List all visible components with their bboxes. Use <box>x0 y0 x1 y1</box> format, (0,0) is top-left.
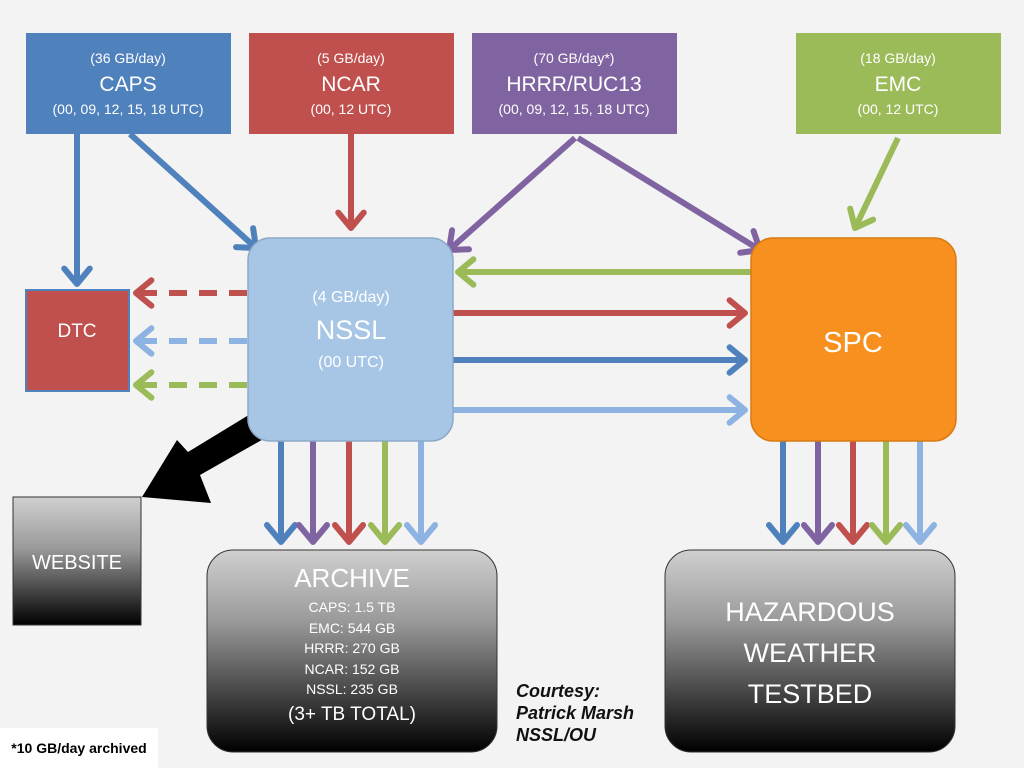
ncar-box: (5 GB/day) NCAR (00, 12 UTC) <box>249 33 454 134</box>
hrrr-box: (70 GB/day*) HRRR/RUC13 (00, 09, 12, 15,… <box>472 33 677 134</box>
nssl-to-archive-arrow <box>403 441 439 545</box>
hwt-line: WEATHER <box>744 638 877 668</box>
nssl-to-archive-arrow <box>263 441 299 545</box>
website-name: WEBSITE <box>32 552 122 574</box>
hwt-line: HAZARDOUS <box>725 597 895 627</box>
archive-total: (3+ TB TOTAL) <box>288 704 416 725</box>
footnote: *10 GB/day archived <box>0 728 158 768</box>
archive-line: HRRR: 270 GB <box>304 640 400 656</box>
caps-rate: (36 GB/day) <box>90 50 165 66</box>
hrrr-to-nssl-arrow <box>446 135 577 253</box>
caps-name: CAPS <box>99 73 156 96</box>
emc-box: (18 GB/day) EMC (00, 12 UTC) <box>796 33 1001 134</box>
dtc-box: DTC <box>25 289 130 392</box>
courtesy-line: Patrick Marsh <box>516 703 635 723</box>
ncar-times: (00, 12 UTC) <box>311 101 392 117</box>
nssl-to-spc-arrow-blue <box>453 344 748 376</box>
nssl-to-archive-arrow <box>367 441 403 545</box>
nssl-times: (00 UTC) <box>318 354 384 371</box>
nssl-rate: (4 GB/day) <box>312 289 389 306</box>
emc-to-spc-arrow <box>847 136 901 231</box>
spc-to-hwt-arrow <box>800 441 836 545</box>
nssl-box: (4 GB/day) NSSL (00 UTC) <box>247 237 454 442</box>
archive-title: ARCHIVE <box>294 563 410 593</box>
hwt-box: HAZARDOUS WEATHER TESTBED <box>664 549 956 753</box>
hrrr-name: HRRR/RUC13 <box>506 73 641 96</box>
hwt-line: TESTBED <box>748 679 873 709</box>
archive-box: ARCHIVE CAPS: 1.5 TB EMC: 544 GB HRRR: 2… <box>206 549 498 753</box>
nssl-to-website-arrow <box>142 413 267 503</box>
dtc-name: DTC <box>57 321 96 342</box>
spc-to-hwt-arrow <box>868 441 904 545</box>
spc-to-hwt-arrow <box>765 441 801 545</box>
hrrr-rate: (70 GB/day*) <box>534 50 615 66</box>
spc-to-hwt-arrow <box>902 441 938 545</box>
spc-name: SPC <box>823 327 883 359</box>
caps-times: (00, 09, 12, 15, 18 UTC) <box>53 101 204 117</box>
arrows-layer <box>61 131 938 545</box>
nssl-to-archive-arrow <box>331 441 367 545</box>
archive-line: NSSL: 235 GB <box>306 681 398 697</box>
nssl-to-archive-arrow <box>295 441 331 545</box>
hrrr-to-spc-arrow <box>576 135 763 256</box>
courtesy-line: Courtesy: <box>516 681 601 701</box>
ncar-to-nssl-arrow <box>335 134 367 231</box>
hrrr-times: (00, 09, 12, 15, 18 UTC) <box>499 101 650 117</box>
caps-to-dtc-arrow <box>61 134 93 287</box>
ncar-rate: (5 GB/day) <box>317 50 385 66</box>
nssl-name: NSSL <box>316 315 387 345</box>
archive-line: CAPS: 1.5 TB <box>309 599 396 615</box>
emc-name: EMC <box>875 73 922 96</box>
courtesy-line: NSSL/OU <box>516 725 597 745</box>
nssl-to-dtc-arrow-red <box>133 277 247 309</box>
courtesy-note: Courtesy: Patrick Marsh NSSL/OU <box>516 680 634 746</box>
emc-rate: (18 GB/day) <box>860 50 935 66</box>
caps-to-nssl-arrow <box>127 131 259 251</box>
caps-box: (36 GB/day) CAPS (00, 09, 12, 15, 18 UTC… <box>26 33 231 134</box>
spc-to-hwt-arrow <box>835 441 871 545</box>
ncar-name: NCAR <box>321 73 381 96</box>
nssl-to-spc-arrow-lightblue <box>453 394 748 426</box>
emc-times: (00, 12 UTC) <box>858 101 939 117</box>
nssl-to-dtc-arrow-green <box>133 369 247 401</box>
nssl-to-spc-arrow-red <box>453 297 748 329</box>
nssl-to-dtc-arrow-lightblue <box>133 325 247 357</box>
website-box: WEBSITE <box>12 496 142 626</box>
archive-line: EMC: 544 GB <box>309 620 395 636</box>
spc-box: SPC <box>750 237 957 442</box>
spc-to-nssl-arrow <box>455 256 751 288</box>
archive-line: NCAR: 152 GB <box>305 661 400 677</box>
